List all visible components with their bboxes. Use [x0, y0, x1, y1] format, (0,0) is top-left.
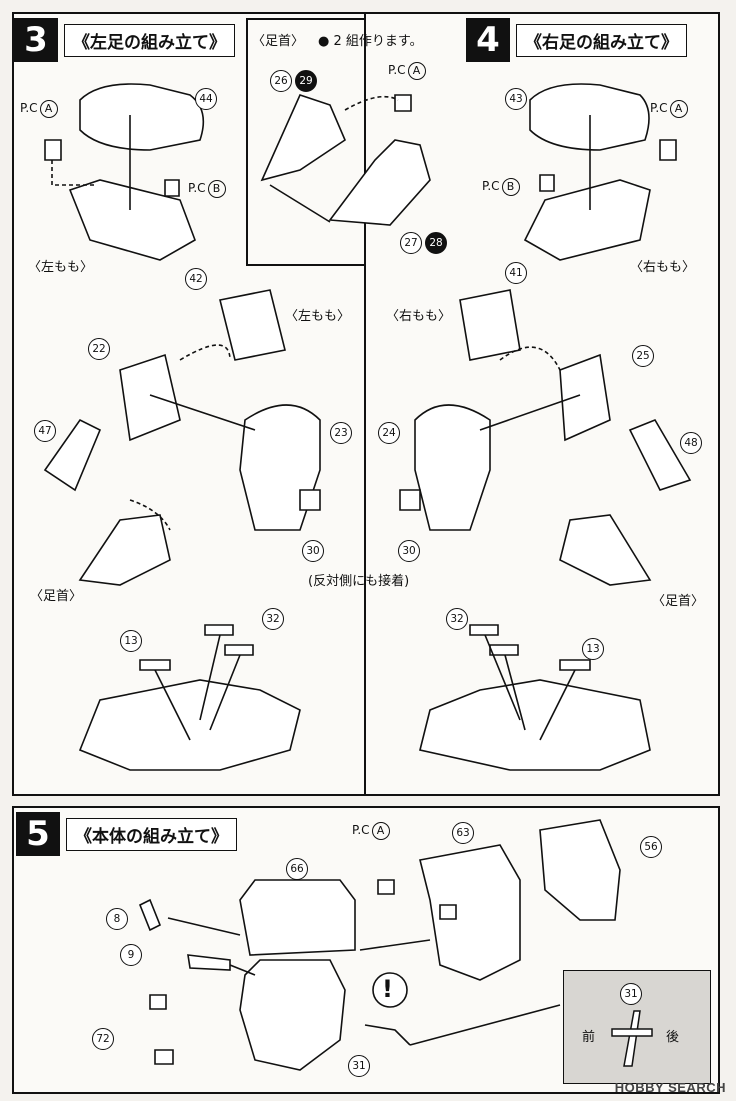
part-28: 28 [425, 232, 447, 254]
part-72: 72 [92, 1028, 114, 1050]
part-43: 43 [505, 88, 527, 110]
step5-pc-a-letter: A [371, 822, 390, 840]
part-30-left: 30 [302, 540, 324, 562]
part-56: 56 [640, 836, 662, 858]
step3-number: 3 [14, 18, 58, 62]
part-23: 23 [330, 422, 352, 444]
step4-pc-a-letter: A [669, 100, 688, 118]
part-44: 44 [195, 88, 217, 110]
step4-thigh-label: 〈右もも〉 [630, 260, 696, 275]
part-30-right: 30 [398, 540, 420, 562]
step3-ankle-label: 〈足首〉 [30, 589, 83, 604]
inset-part-drawing [611, 1010, 653, 1067]
ankle-box-label: 〈足首〉 [252, 34, 305, 49]
step3-thigh-label: 〈左もも〉 [28, 260, 94, 275]
step4-pc-b-letter: B [501, 178, 520, 196]
part-13-left: 13 [120, 630, 142, 652]
step5-label: 《本体の組み立て》 [66, 817, 237, 851]
part-32-right: 32 [446, 608, 468, 630]
part-41: 41 [505, 262, 527, 284]
orientation-inset: 31 前 後 [563, 970, 711, 1084]
step4-thigh-arrow-label: 〈右もも〉 [386, 309, 452, 324]
back-label: 後 [666, 1030, 680, 1045]
part-31-inset: 31 [620, 983, 642, 1005]
part-8: 8 [106, 908, 128, 930]
part-27: 27 [400, 232, 422, 254]
ankle-pc-text: P.C [388, 63, 406, 77]
ankle-pc-letter: A [407, 62, 426, 80]
part-25: 25 [632, 345, 654, 367]
center-note: (反対側にも接着) [308, 574, 410, 589]
step3-pc-a-text: P.C [20, 101, 38, 115]
step4-label: 《右足の組み立て》 [516, 23, 687, 57]
part-48: 48 [680, 432, 702, 454]
part-47: 47 [34, 420, 56, 442]
step3-title: 3 《左足の組み立て》 [14, 18, 235, 62]
step5-title: 5 《本体の組み立て》 [16, 812, 237, 856]
part-42: 42 [185, 268, 207, 290]
part-24: 24 [378, 422, 400, 444]
caution-icon: ! [382, 975, 393, 1003]
ankle-box-note: ● 2 組作ります。 [318, 34, 423, 49]
part-29: 29 [295, 70, 317, 92]
step3-thigh-arrow-label: 〈左もも〉 [285, 309, 351, 324]
part-32-left: 32 [262, 608, 284, 630]
step4-pc-b-text: P.C [482, 179, 500, 193]
step3-pc-a-letter: A [39, 100, 58, 118]
step3-pc-b-letter: B [207, 180, 226, 198]
step5-pc-a-text: P.C [352, 823, 370, 837]
step5-number: 5 [16, 812, 60, 856]
step4-ankle-label: 〈足首〉 [652, 594, 705, 609]
part-13-right: 13 [582, 638, 604, 660]
step4-number: 4 [466, 18, 510, 62]
step3-label: 《左足の組み立て》 [64, 23, 235, 57]
part-26: 26 [270, 70, 292, 92]
part-66: 66 [286, 858, 308, 880]
part-22: 22 [88, 338, 110, 360]
step3-pc-b-text: P.C [188, 181, 206, 195]
part-9: 9 [120, 944, 142, 966]
front-label: 前 [582, 1030, 596, 1045]
watermark: HOBBY SEARCH [614, 1080, 726, 1095]
part-31-body: 31 [348, 1055, 370, 1077]
step4-title: 4 《右足の組み立て》 [466, 18, 687, 62]
part-63: 63 [452, 822, 474, 844]
step4-pc-a-text: P.C [650, 101, 668, 115]
